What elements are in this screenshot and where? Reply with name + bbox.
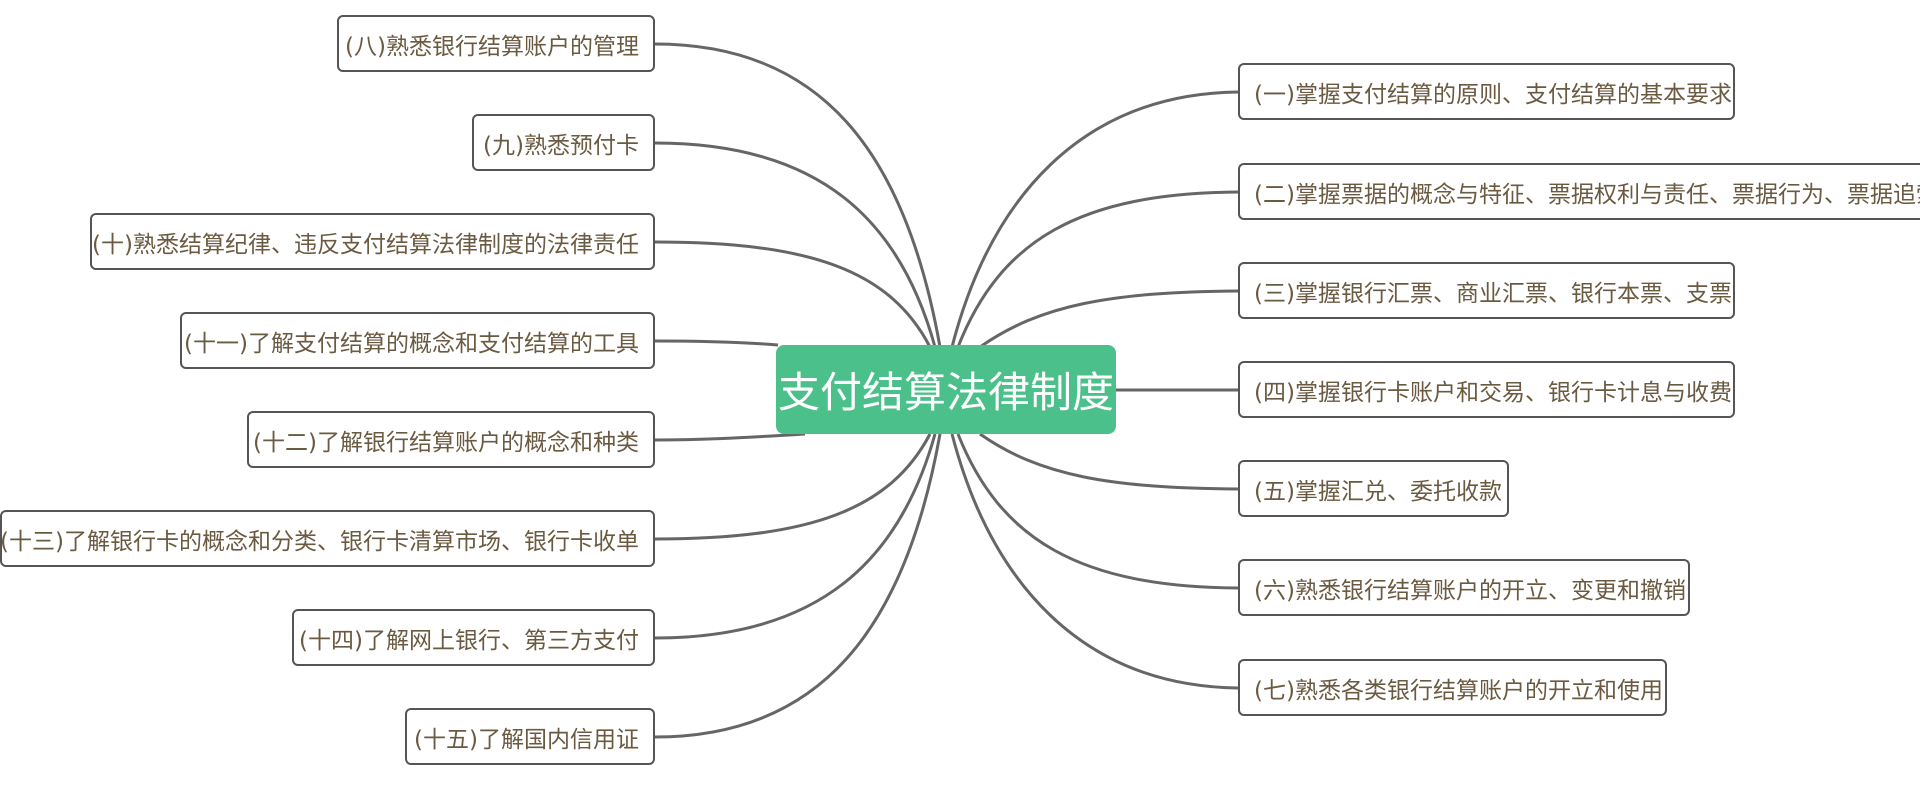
branch-node-12[interactable]: (十二)了解银行结算账户的概念和种类: [247, 411, 655, 468]
connector-left-11: [654, 339, 779, 347]
branch-node-15[interactable]: (十五)了解国内信用证: [405, 708, 655, 765]
branch-node-2[interactable]: (二)掌握票据的概念与特征、票据权利与责任、票据行为、票据追索: [1238, 163, 1920, 220]
branch-node-8[interactable]: (八)熟悉银行结算账户的管理: [337, 15, 655, 72]
connector-left-12: [654, 432, 806, 442]
connector-right-3: [979, 289, 1239, 349]
connector-left-10: [654, 240, 932, 348]
connector-left-8: [654, 42, 942, 348]
branch-node-3[interactable]: (三)掌握银行汇票、商业汇票、银行本票、支票: [1238, 262, 1735, 319]
branch-node-9[interactable]: (九)熟悉预付卡: [472, 114, 655, 171]
connector-left-13: [654, 433, 932, 541]
branch-node-1[interactable]: (一)掌握支付结算的原则、支付结算的基本要求: [1238, 63, 1735, 120]
connector-left-15: [654, 433, 942, 739]
branch-node-7[interactable]: (七)熟悉各类银行结算账户的开立和使用: [1238, 659, 1667, 716]
connector-left-14: [654, 433, 937, 640]
branch-node-14[interactable]: (十四)了解网上银行、第三方支付: [292, 609, 655, 666]
connector-right-1: [950, 90, 1239, 348]
branch-node-5[interactable]: (五)掌握汇兑、委托收款: [1238, 460, 1509, 517]
connector-right-5: [979, 432, 1239, 491]
connector-right-2: [956, 190, 1239, 348]
connector-right-7: [950, 433, 1239, 690]
branch-node-11[interactable]: (十一)了解支付结算的概念和支付结算的工具: [180, 312, 655, 369]
branch-node-13[interactable]: (十三)了解银行卡的概念和分类、银行卡清算市场、银行卡收单: [0, 510, 655, 567]
branch-node-10[interactable]: (十)熟悉结算纪律、违反支付结算法律制度的法律责任: [90, 213, 655, 270]
branch-node-6[interactable]: (六)熟悉银行结算账户的开立、变更和撤销: [1238, 559, 1690, 616]
connector-left-9: [654, 141, 937, 348]
central-topic[interactable]: 支付结算法律制度: [776, 345, 1116, 434]
branch-node-4[interactable]: (四)掌握银行卡账户和交易、银行卡计息与收费: [1238, 361, 1735, 418]
connector-right-6: [956, 433, 1239, 590]
